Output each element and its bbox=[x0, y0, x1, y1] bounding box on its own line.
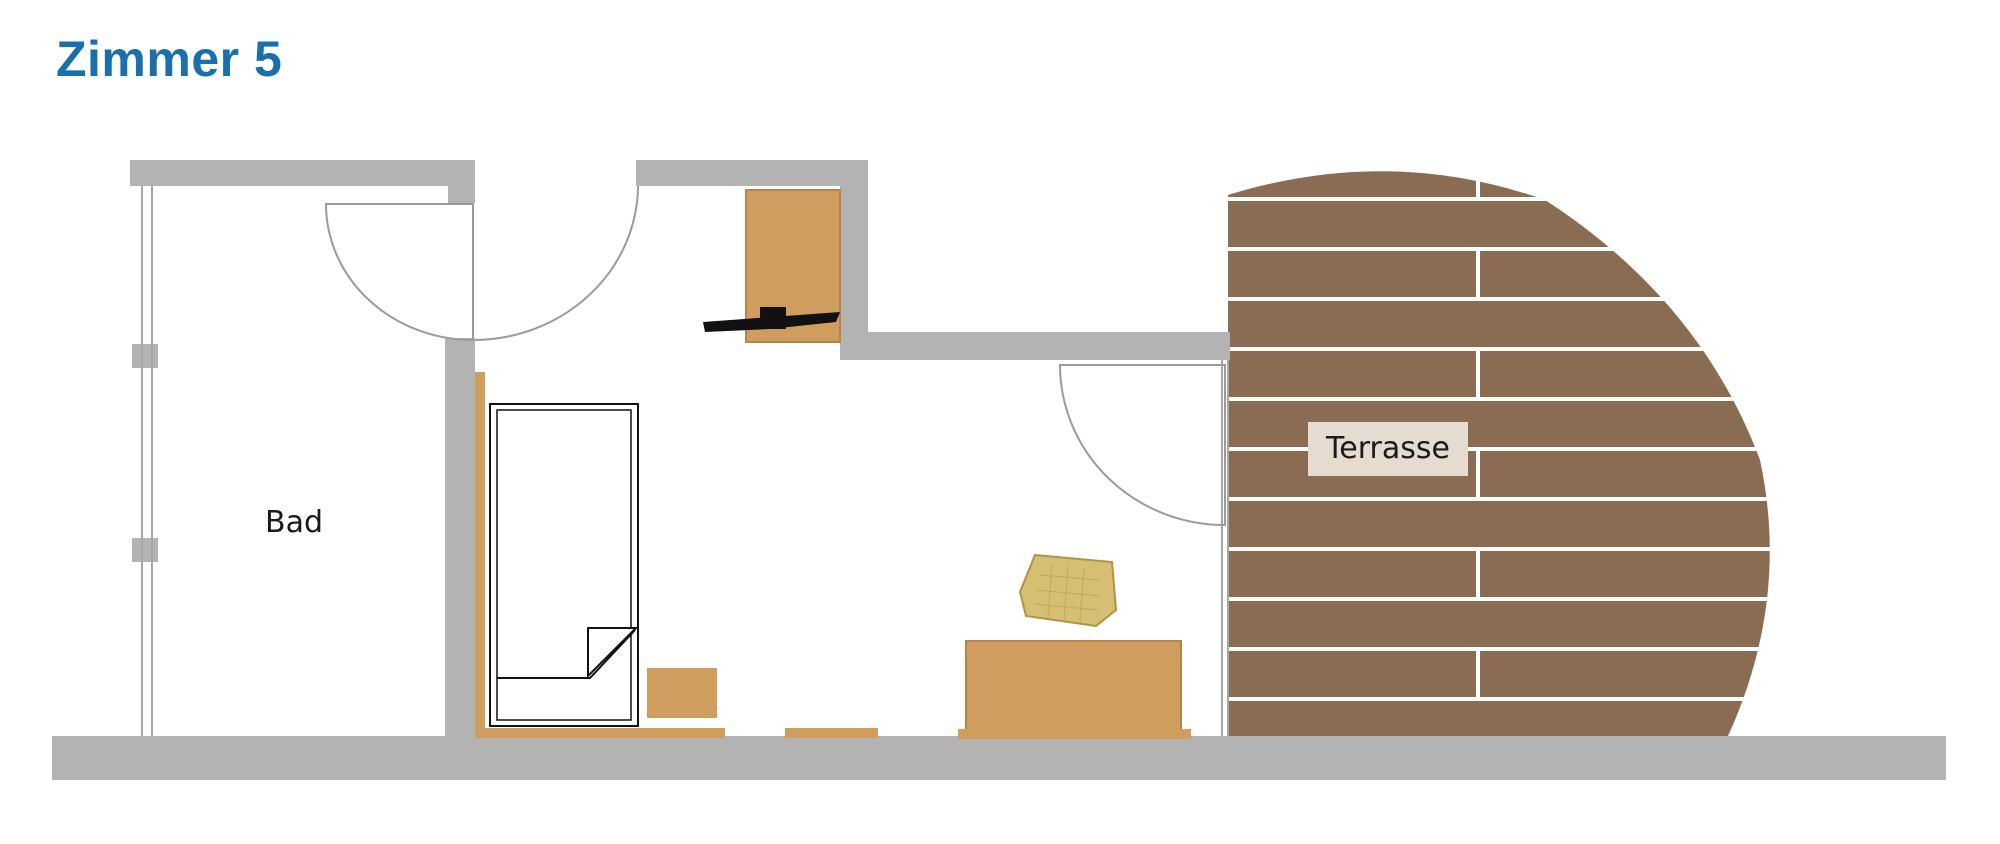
wall-post-1 bbox=[132, 344, 158, 368]
bed-base-strip bbox=[475, 728, 725, 738]
desk-base bbox=[958, 729, 1191, 739]
bed bbox=[475, 372, 725, 738]
bed-frame bbox=[489, 403, 639, 727]
terrace-label-background bbox=[1308, 422, 1468, 476]
bathroom-door-swing bbox=[324, 203, 474, 342]
wall-post-2 bbox=[132, 538, 158, 562]
lamp-base bbox=[760, 307, 786, 329]
blanket-corner bbox=[587, 627, 639, 679]
desk-top bbox=[965, 640, 1182, 734]
page-title: Zimmer 5 bbox=[56, 31, 283, 87]
bed-inner bbox=[496, 409, 632, 721]
room-label-bad: Bad bbox=[265, 505, 323, 540]
top-wall-room bbox=[636, 160, 868, 186]
terrace-door-swing bbox=[1058, 364, 1226, 527]
walls bbox=[52, 160, 1946, 780]
armchair-seat bbox=[1018, 553, 1118, 628]
desk bbox=[958, 640, 1191, 739]
floor-shelf bbox=[785, 728, 878, 738]
glass-partition-terrace bbox=[1221, 360, 1229, 736]
interior-wall-right bbox=[840, 332, 1230, 360]
door-swings bbox=[324, 185, 1226, 527]
window-left bbox=[141, 186, 153, 736]
nightstand bbox=[647, 668, 717, 718]
wall-segment-top bbox=[448, 175, 475, 203]
partition-wall bbox=[445, 338, 475, 738]
entrance-door-swing bbox=[474, 185, 639, 341]
top-wall-bathroom bbox=[130, 160, 475, 186]
room-label-terrasse: Terrasse bbox=[1325, 431, 1450, 466]
blanket-fold bbox=[497, 629, 636, 679]
closet-right-wall bbox=[840, 160, 868, 360]
closet bbox=[703, 189, 841, 343]
bottom-wall bbox=[52, 736, 1946, 780]
bed-back-panel bbox=[475, 372, 485, 734]
terrace-label-box: Terrasse bbox=[1308, 422, 1468, 476]
armchair bbox=[1018, 553, 1118, 628]
armchair-pattern bbox=[1033, 564, 1101, 623]
